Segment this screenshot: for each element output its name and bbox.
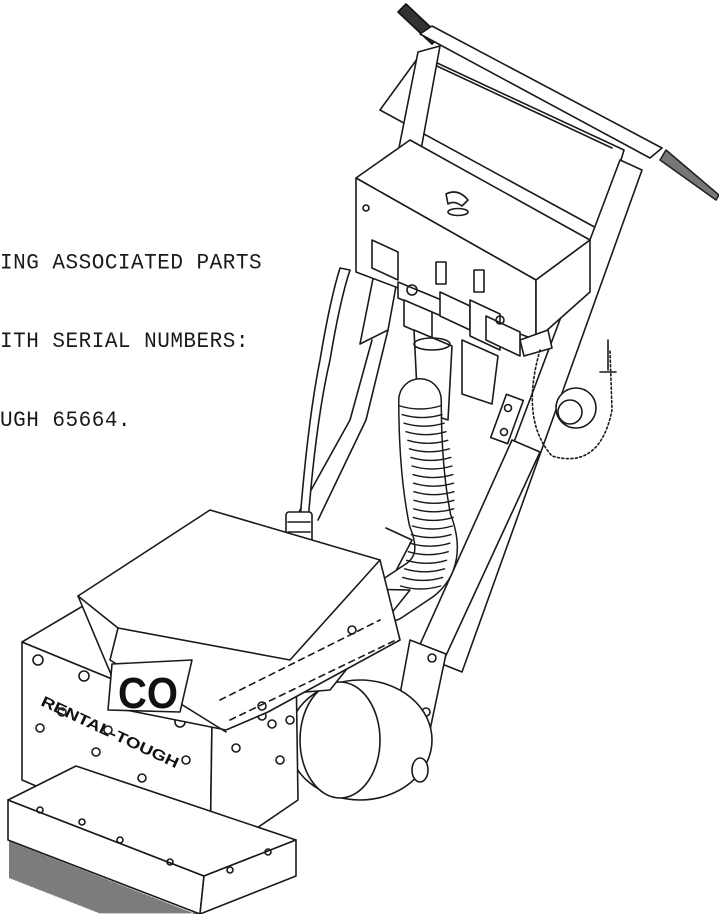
caption-text-block: ING ASSOCIATED PARTS ITH SERIAL NUMBERS:… [0,198,340,461]
control-box [355,139,591,341]
wheel [287,679,433,801]
vacuum-hose [368,378,458,622]
caption-line-1: ING ASSOCIATED PARTS [0,251,263,276]
brush-base [7,765,297,914]
cover-shroud [77,509,401,733]
air-hose [285,267,351,553]
caption-line-2: ITH SERIAL NUMBERS: [0,330,249,355]
handle-crossbar [419,25,663,159]
caption-line-3: UGH 65664. [0,409,132,434]
valve-assembly [371,239,617,460]
control-knob [445,191,469,207]
right-grip [659,149,719,201]
cover-label: CO [118,669,178,718]
